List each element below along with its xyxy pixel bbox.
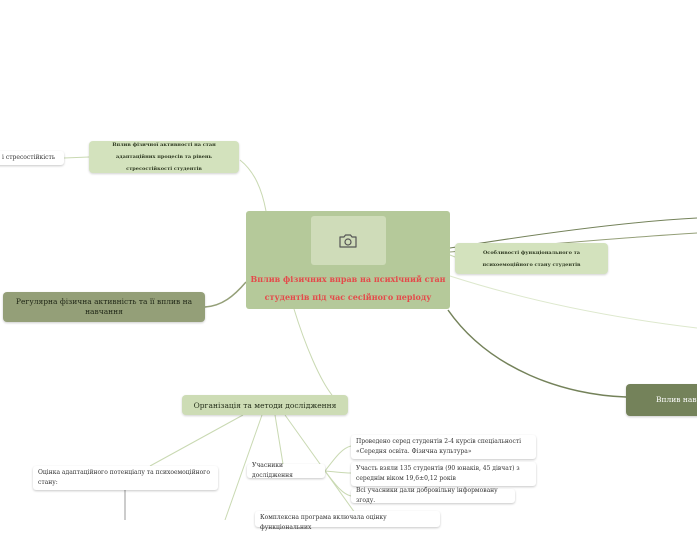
central-topic[interactable]: Вплив фізичних вправ на психічний стан с… <box>246 211 450 309</box>
link-center-load <box>447 309 627 398</box>
photo-placeholder[interactable] <box>310 216 386 265</box>
leaf-assessment[interactable]: Оцінка адаптаційного потенціалу та психо… <box>33 466 218 490</box>
leaf-program[interactable]: Комплексна програма включала оцінку функ… <box>255 511 440 531</box>
link-center-methods <box>293 308 333 396</box>
link-methods-down <box>224 414 263 520</box>
link-methods-assessment <box>149 414 244 467</box>
topic-adaptation-stress[interactable]: Вплив фізичної активності на стан адапта… <box>89 141 239 173</box>
topic-methods[interactable]: Організація та методи дослідження <box>182 395 348 415</box>
link-methods-participants <box>274 414 284 465</box>
link-center-regular <box>204 281 247 308</box>
topic-study-load[interactable]: Вплив навч... з... <box>626 384 697 416</box>
link-center-right-3 <box>449 275 697 329</box>
link-participants-conducted <box>324 445 352 472</box>
link-participants-consent <box>324 470 352 497</box>
link-center-features <box>449 254 456 258</box>
link-center-adaptation <box>239 159 267 212</box>
link-participants-count <box>324 470 352 474</box>
leaf-stress-resistance[interactable]: ію і стресостійкість <box>0 151 64 165</box>
leaf-consent[interactable]: Всі учасники дали добровільну інформован… <box>351 487 515 504</box>
camera-icon <box>339 233 357 248</box>
topic-functional-state[interactable]: Особливості функціонального та психоемоц… <box>455 243 608 274</box>
leaf-participants[interactable]: Учасники дослідження <box>247 462 325 479</box>
central-topic-title: Вплив фізичних вправ на психічний стан с… <box>250 274 446 302</box>
leaf-participant-count[interactable]: Участь взяли 135 студентів (90 юнаків, 4… <box>351 462 536 486</box>
link-adaptation-stress <box>63 156 90 159</box>
leaf-conducted[interactable]: Проведено серед студентів 2-4 курсів спе… <box>351 435 536 459</box>
topic-regular-activity[interactable]: Регулярна фізична активність та її вплив… <box>3 292 205 322</box>
